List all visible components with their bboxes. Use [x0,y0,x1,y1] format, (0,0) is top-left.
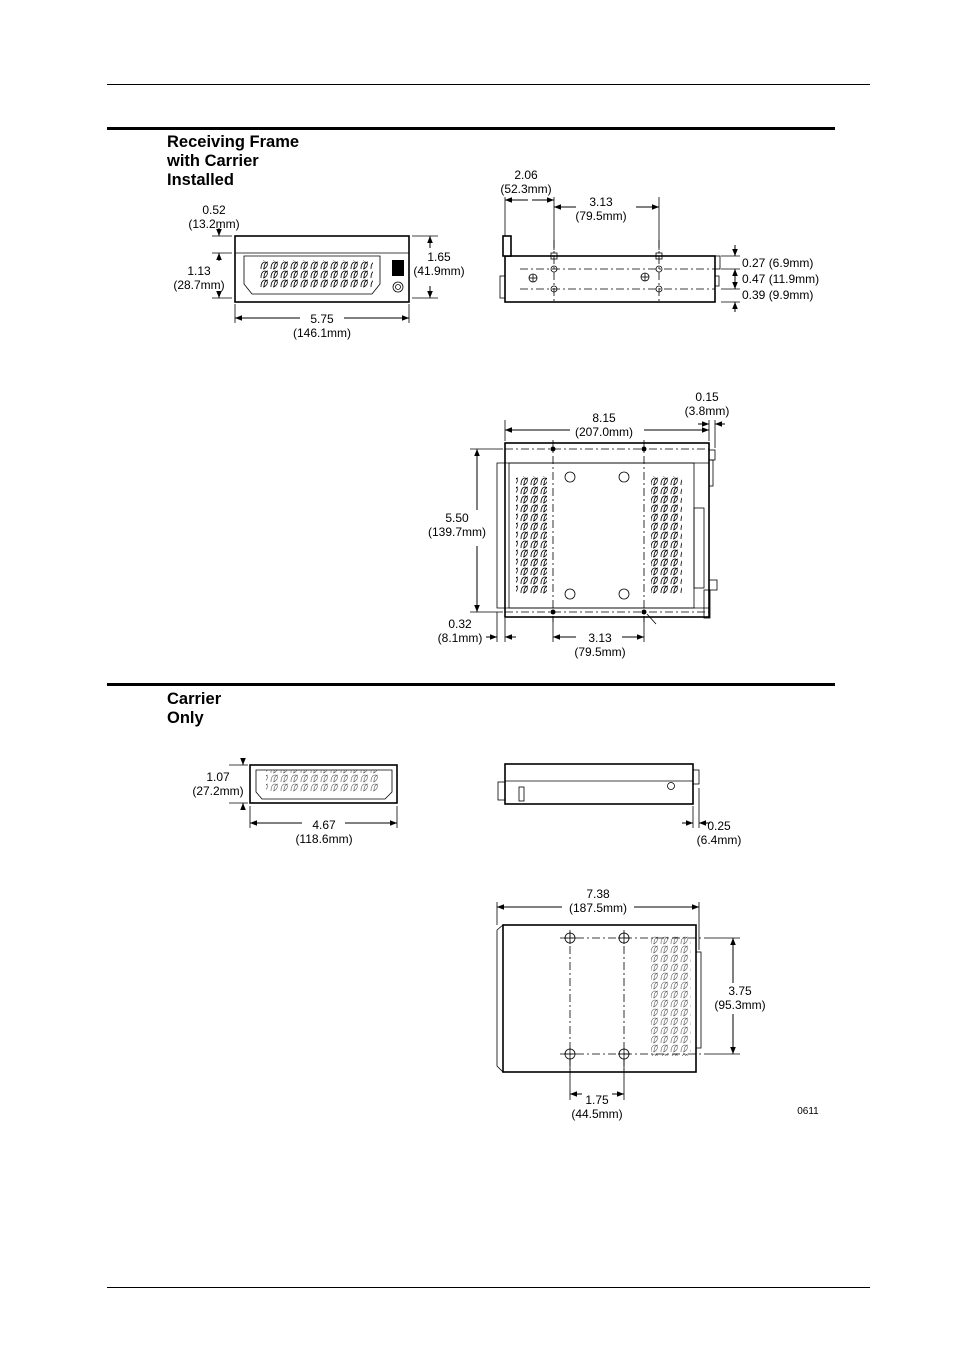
dim-front-top-offset-mm: (13.2mm) [188,217,239,231]
dim-front-width: 5.75 [310,312,334,326]
dim-carrier-height: 1.07 [206,770,230,784]
dim-top-width: 5.50 [445,511,469,525]
carrier-front-view: 1.07 (27.2mm) 4.67 (118.6mm) [192,758,398,846]
carrier-top-view: 7.38 (187.5mm) 3.75 (95.3mm) 1.75 (44.5m… [496,887,766,1121]
dim-top-width-mm: (139.7mm) [428,525,486,539]
dim-side-front-to-hole-mm: (52.3mm) [500,182,551,196]
dim-top-length: 8.15 [592,411,616,425]
dim-top-hole-spacing: 3.13 [588,631,612,645]
dim-top-hole-spacing-mm: (79.5mm) [574,645,625,659]
receiving-front-view: 0.52 (13.2mm) 1.13 (28.7mm) 1.65 (41.9mm… [173,203,464,340]
dim-carrier-width: 4.67 [312,818,336,832]
dim-carrier-hole-spacing-y-mm: (95.3mm) [714,998,765,1012]
dim-side-hole-spacing-mm: (79.5mm) [575,209,626,223]
title-line: with Carrier [167,152,259,170]
figure-id: 0611 [797,1106,819,1117]
title-line: Carrier [167,690,222,708]
dim-top-length-mm: (207.0mm) [575,425,633,439]
section-rule-receiving [107,127,835,130]
dim-side-r1: 0.27 (6.9mm) [742,256,813,270]
carrier-side-view: 0.25 (6.4mm) [497,763,742,847]
dim-front-height: 1.65 [427,250,451,264]
title-line: Only [167,709,204,727]
dim-carrier-height-mm: (27.2mm) [192,784,243,798]
footer-rule [107,1287,870,1288]
dim-side-hole-spacing: 3.13 [589,195,613,209]
receiving-top-view: 0.15 (3.8mm) 8.15 (207.0mm) 5.50 (139.7m… [428,390,729,659]
dim-side-r2: 0.47 (11.9mm) [742,272,819,286]
dim-carrier-rear-mm: (6.4mm) [697,833,742,847]
section-title-receiving: Receiving Frame with Carrier Installed [167,133,299,190]
dim-top-rear-offset-mm: (3.8mm) [685,404,730,418]
dim-side-r3: 0.39 (9.9mm) [742,288,813,302]
dim-carrier-hole-spacing-x: 1.75 [585,1093,609,1107]
receiving-side-view: 2.06 (52.3mm) 3.13 (79.5mm) 0.27 (6.9mm)… [499,168,819,312]
dim-front-top-offset: 0.52 [202,203,226,217]
dim-carrier-rear: 0.25 [707,819,731,833]
dim-front-height-mm: (41.9mm) [413,264,464,278]
dim-side-front-to-hole: 2.06 [514,168,538,182]
dim-top-edge-offset: 0.32 [448,617,472,631]
dim-carrier-width-mm: (118.6mm) [295,832,352,846]
dim-carrier-hole-spacing-x-mm: (44.5mm) [571,1107,622,1121]
dim-front-width-mm: (146.1mm) [293,326,351,340]
dim-top-rear-offset: 0.15 [695,390,719,404]
title-line: Installed [167,171,234,189]
dim-carrier-hole-spacing-y: 3.75 [728,984,752,998]
header-rule [107,84,870,85]
section-rule-carrier [107,683,835,686]
dim-front-inner-height-mm: (28.7mm) [173,278,224,292]
dim-carrier-length-mm: (187.5mm) [569,901,627,915]
dim-top-edge-offset-mm: (8.1mm) [438,631,483,645]
section-title-carrier: Carrier Only [167,690,221,728]
dim-front-inner-height: 1.13 [187,264,211,278]
title-line: Receiving Frame [167,133,300,151]
dim-carrier-length: 7.38 [586,887,610,901]
